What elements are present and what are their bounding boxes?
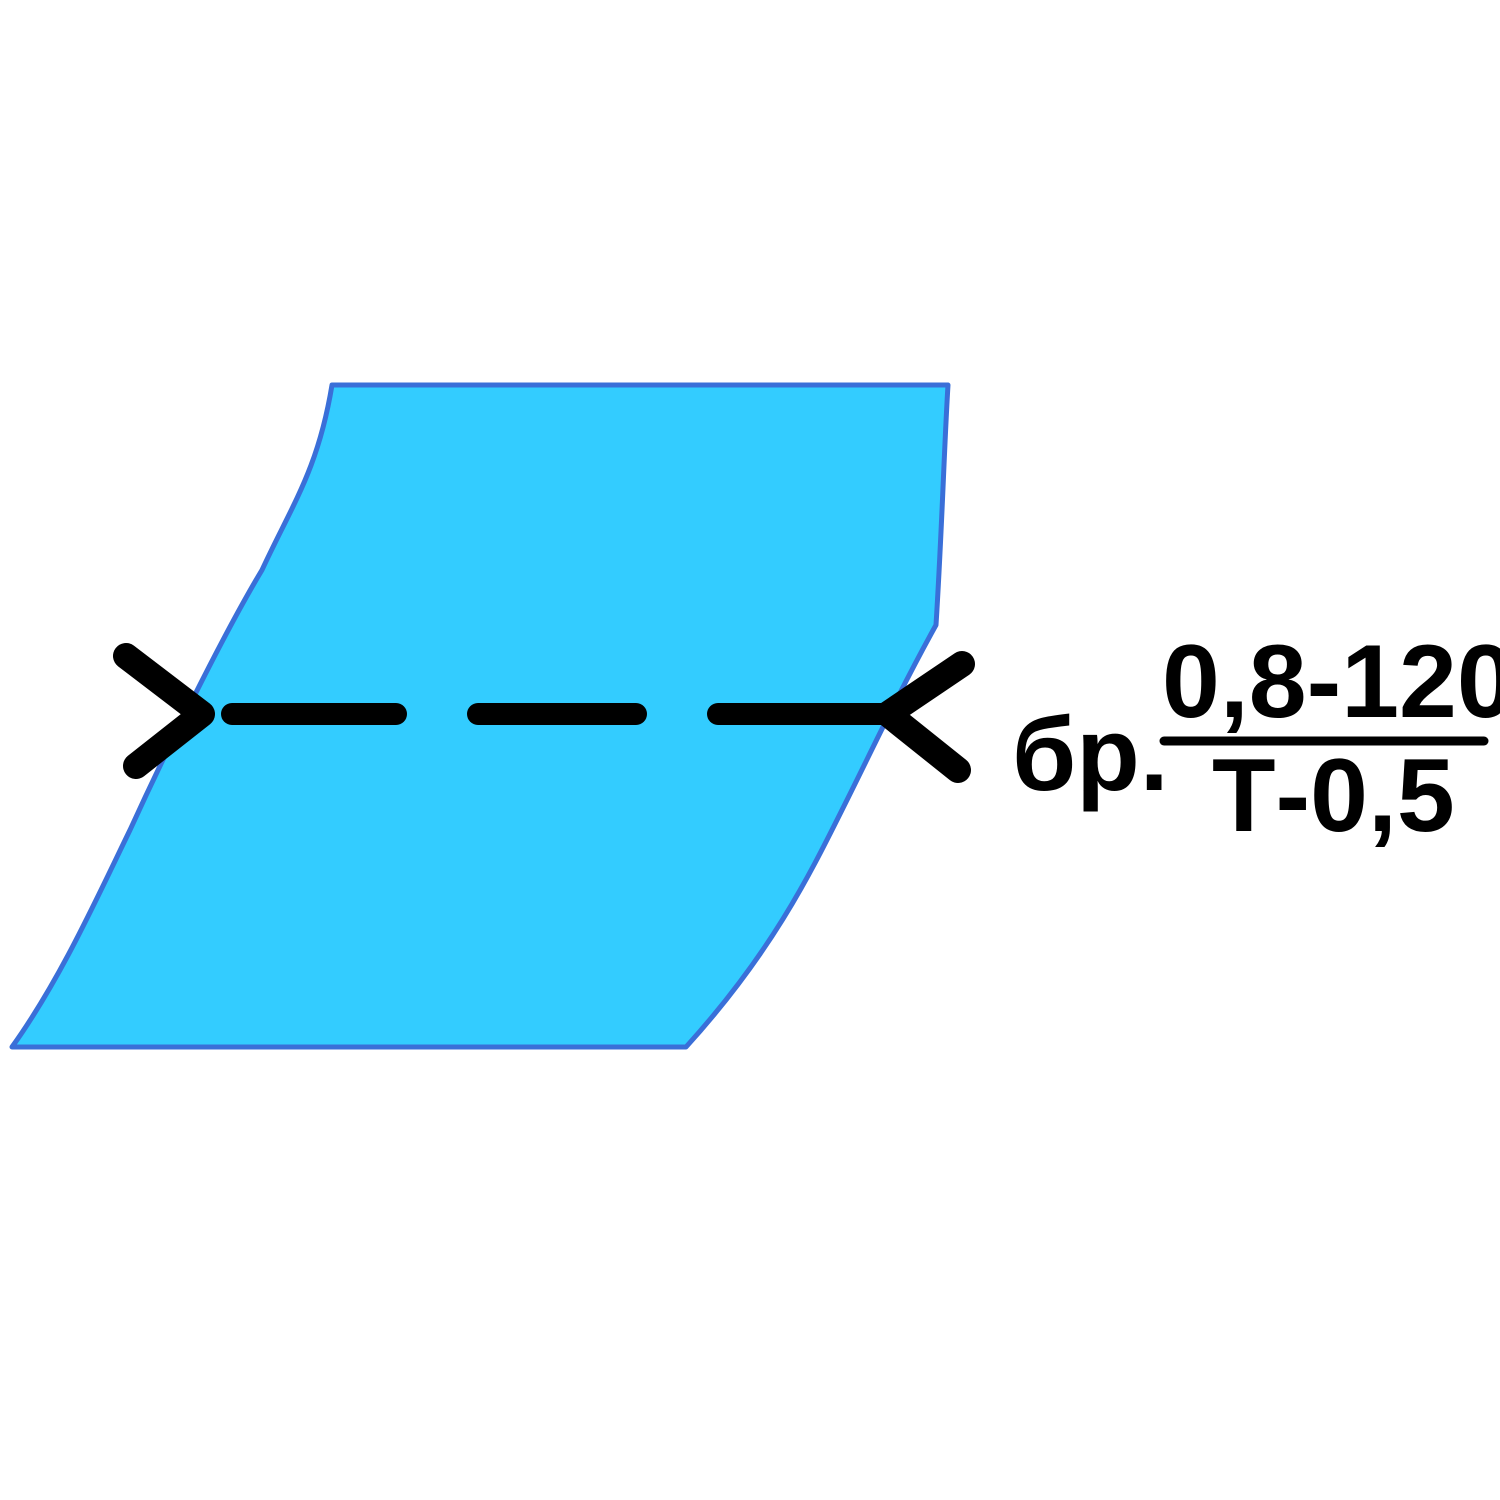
ford-crossing-icon (113, 643, 975, 783)
ford-label-denominator: Т-0,5 (1212, 738, 1455, 854)
ford-label: бр. 0,8-120 Т-0,5 (1012, 624, 1500, 854)
ford-left-bracket (113, 643, 215, 779)
ford-label-numerator: 0,8-120 (1162, 624, 1500, 740)
ford-right-bracket (875, 651, 975, 783)
ford-label-prefix: бр. (1012, 697, 1169, 813)
